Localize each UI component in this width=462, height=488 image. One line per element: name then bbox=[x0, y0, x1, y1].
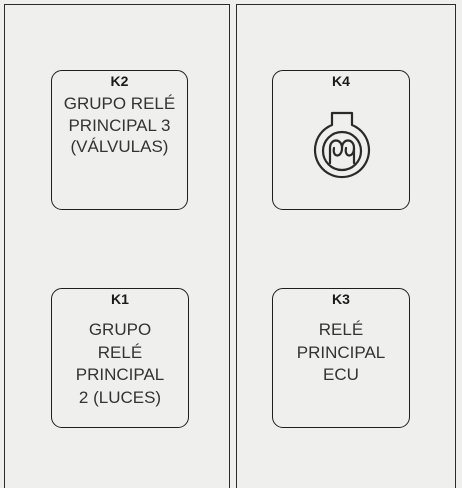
description-line: PRINCIPAL 3 bbox=[68, 115, 171, 135]
relay-code: K3 bbox=[332, 291, 350, 307]
relay-code: K1 bbox=[111, 291, 129, 307]
description-line: (VÁLVULAS) bbox=[70, 137, 169, 156]
relay-code: K2 bbox=[110, 73, 129, 89]
relay-k4: K4 bbox=[272, 70, 410, 210]
relay-k3: K3 RELÉ PRINCIPAL ECU bbox=[272, 288, 410, 428]
description-line: RELÉ bbox=[97, 342, 143, 362]
relay-code: K4 bbox=[332, 73, 350, 89]
description-line: ECU bbox=[323, 365, 359, 384]
description-line: PRINCIPAL bbox=[75, 365, 165, 384]
description-line: GRUPO RELÉ bbox=[63, 94, 176, 113]
description-line: RELÉ bbox=[318, 320, 364, 339]
relay-description: GRUPO RELÉ PRINCIPAL 3 (VÁLVULAS) bbox=[52, 93, 187, 158]
relay-k1: K1 GRUPO RELÉ PRINCIPAL 2 (LUCES) bbox=[51, 288, 189, 428]
relay-description: RELÉ PRINCIPAL ECU bbox=[273, 319, 409, 387]
relay-k2: K2 GRUPO RELÉ PRINCIPAL 3 (VÁLVULAS) bbox=[51, 70, 188, 210]
relay-description: GRUPO RELÉ PRINCIPAL 2 (LUCES) bbox=[52, 319, 188, 409]
glow-plug-icon bbox=[313, 111, 371, 179]
description-line: PRINCIPAL bbox=[296, 342, 386, 362]
description-line: 2 (LUCES) bbox=[78, 387, 162, 407]
description-line: GRUPO bbox=[88, 320, 152, 339]
